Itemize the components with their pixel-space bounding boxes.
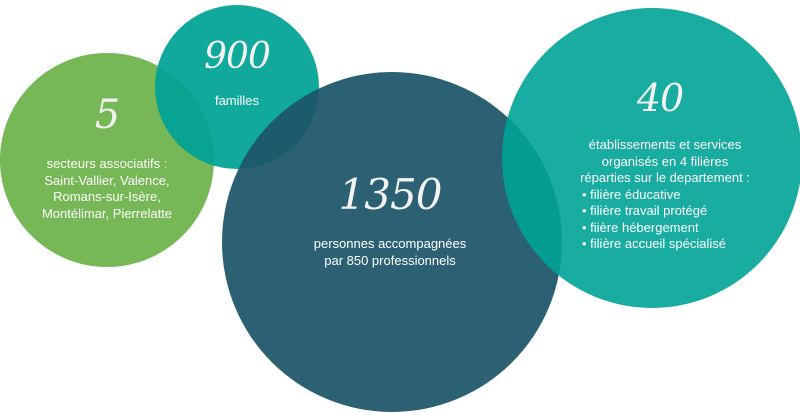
establishments-line: organisés en 4 filières	[601, 153, 729, 169]
people-line: personnes accompagnées	[313, 236, 467, 251]
people-number: 1350	[338, 170, 443, 219]
list-item: filière éducative	[582, 187, 770, 204]
list-item: fiière hébergement	[582, 220, 770, 237]
list-item: filière accueil spécialisé	[582, 236, 770, 253]
families-text: familles	[214, 93, 260, 108]
sectors-number: 5	[94, 92, 120, 138]
establishments-line: établissements et services	[588, 137, 742, 152]
sectors-line: secteurs associatifs :	[46, 156, 168, 171]
families-number: 900	[204, 36, 271, 77]
sectors-line: Saint-Vallier, Valence,	[44, 172, 170, 188]
sectors-text: secteurs associatifs : Saint-Vallier, Va…	[10, 156, 204, 222]
sectors-line: Montélimar, Pierrelatte	[41, 205, 173, 221]
sectors-line: Romans-sur-Isère,	[53, 189, 161, 204]
people-line: par 850 professionnels	[324, 252, 456, 268]
establishments-line: réparties sur le departement :	[580, 170, 750, 185]
establishments-number: 40	[636, 76, 684, 120]
establishments-circle	[502, 8, 800, 308]
establishments-text: établissements et services organisés en …	[560, 137, 770, 253]
filieres-list: filière éducative filière travail protég…	[582, 187, 770, 253]
list-item: filière travail protégé	[582, 203, 770, 220]
people-text: personnes accompagnées par 850 professio…	[290, 236, 490, 269]
